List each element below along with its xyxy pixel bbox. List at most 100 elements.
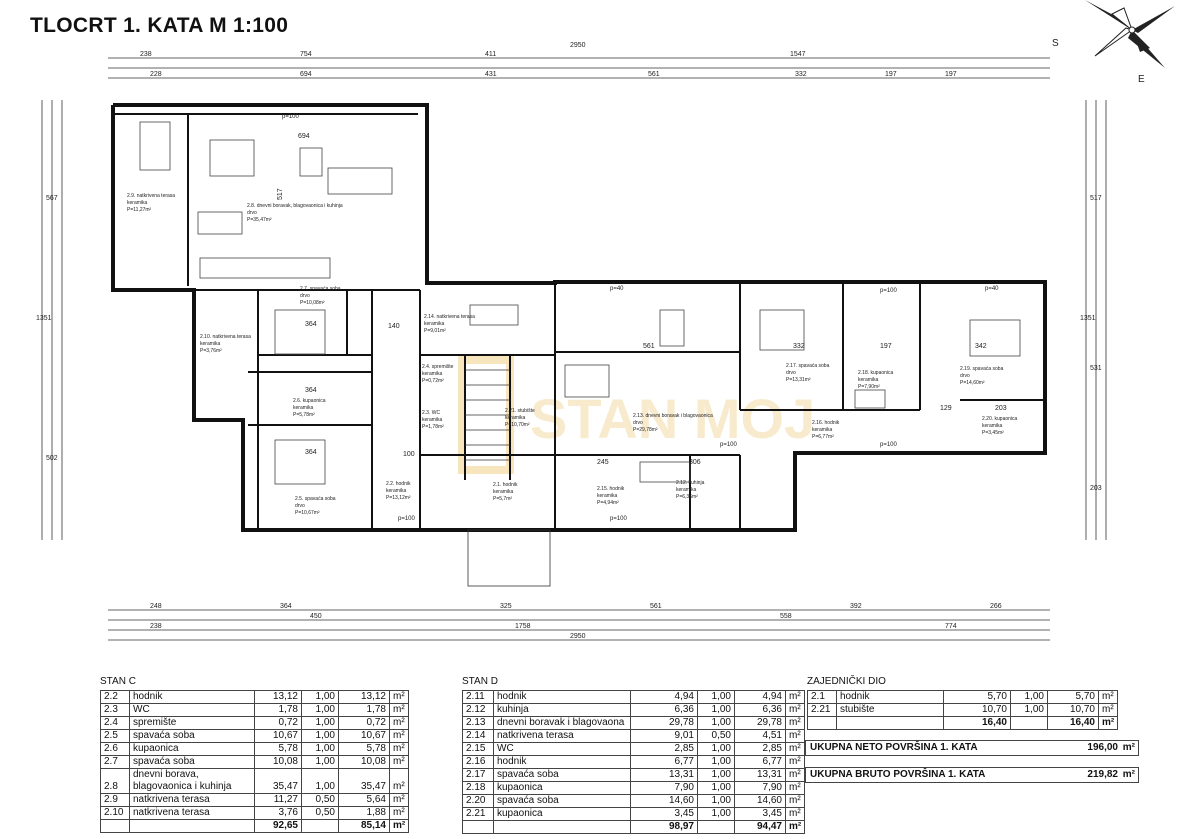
room-floor: keramika — [200, 341, 221, 347]
room-floor: keramika — [293, 405, 314, 411]
cell-coef: 1,00 — [301, 729, 339, 743]
room-floor: keramika — [812, 427, 833, 433]
cell-name: spavaća soba — [493, 768, 631, 782]
room-label: 2.2. hodnik — [386, 481, 411, 487]
cell-unit: m² — [1097, 703, 1119, 717]
dim-text: 203 — [995, 405, 1007, 412]
dim-text: 561 — [650, 603, 662, 610]
door-opening: p=100 — [880, 288, 898, 294]
dim-text: 531 — [1090, 365, 1102, 372]
cell-no: 2.4 — [100, 716, 130, 730]
room-area: P=6,77m² — [812, 434, 834, 440]
cell-area: 5,70 — [943, 690, 1011, 704]
cell-area: 11,27 — [254, 793, 302, 807]
door-opening: p=100 — [720, 442, 738, 448]
room-floor: drvo — [960, 373, 970, 379]
cell-no: 2.14 — [462, 729, 494, 743]
cell-net: 5,70 — [1047, 690, 1099, 704]
cell-no: 2.12 — [462, 703, 494, 717]
cell-name: WC — [129, 703, 255, 717]
cell-coef: 1,00 — [697, 755, 735, 769]
cell-net: 13,31 — [734, 768, 786, 782]
total-unit: m² — [784, 820, 806, 834]
room-label: 2.5. spavaća soba — [295, 496, 336, 502]
total-net: 85,14 — [338, 819, 390, 833]
cell-no: 2.3 — [100, 703, 130, 717]
compass-s-label: S — [1052, 38, 1059, 49]
room-area: P=35,47m² — [247, 217, 272, 223]
dim-text: 1351 — [1080, 315, 1096, 322]
dim-text: 332 — [793, 343, 805, 350]
cell-no: 2.7 — [100, 755, 130, 769]
cell-no: 2.2 — [100, 690, 130, 704]
room-area: P=4,94m² — [597, 500, 619, 506]
zajednicki-label: ZAJEDNIČKI DIO — [807, 676, 886, 687]
cell-coef: 1,00 — [301, 768, 339, 794]
cell-coef: 1,00 — [301, 742, 339, 756]
cell-area: 6,77 — [630, 755, 698, 769]
cell-coef: 1,00 — [697, 781, 735, 795]
cell-name: stubište — [836, 703, 944, 717]
cell-name: hodnik — [493, 690, 631, 704]
cell-area: 6,36 — [630, 703, 698, 717]
door-opening: p=100 — [610, 516, 628, 522]
cell-no: 2.13 — [462, 716, 494, 730]
room-area: P=5,78m² — [293, 412, 315, 418]
cell-unit: m² — [388, 806, 410, 820]
cell-coef: 0,50 — [301, 806, 339, 820]
room-area: P=29,78m² — [633, 427, 658, 433]
cell-net: 2,85 — [734, 742, 786, 756]
room-label: 2.17. spavaća soba — [786, 363, 830, 369]
cell-net: 10,70 — [1047, 703, 1099, 717]
cell-unit: m² — [388, 742, 410, 756]
cell-unit: m² — [1097, 690, 1119, 704]
room-floor: keramika — [422, 371, 443, 377]
total-empty — [493, 820, 631, 834]
room-area: P=10,67m² — [295, 510, 320, 516]
cell-no: 2.1 — [807, 690, 837, 704]
cell-no: 2.10 — [100, 806, 130, 820]
dimensions-sides: 1351 567 502 1351 517 531 203 — [36, 195, 1102, 492]
cell-net: 5,78 — [338, 742, 390, 756]
room-label: 2.15. hodnik — [597, 486, 625, 492]
dim-text: 364 — [305, 321, 317, 328]
room-label: 2.13. dnevni boravak i blagovaonica — [633, 413, 713, 419]
cell-coef: 0,50 — [697, 729, 735, 743]
cell-coef: 1,00 — [697, 716, 735, 730]
room-label: 2.9. natkrivena terasa — [127, 193, 175, 199]
cell-no: 2.20 — [462, 794, 494, 808]
cell-net: 35,47 — [338, 768, 390, 794]
neto-value: 196,00 — [1087, 742, 1118, 753]
cell-name: hodnik — [129, 690, 255, 704]
total-empty — [129, 819, 255, 833]
room-floor: keramika — [127, 200, 148, 206]
cell-name: spavaća soba — [129, 729, 255, 743]
watermark: STAN MOJ — [458, 356, 815, 474]
cell-no: 2.8 — [100, 768, 130, 794]
dim-text: 197 — [880, 343, 892, 350]
room-label: 2.3. WC — [422, 410, 440, 416]
room-floor: drvo — [247, 210, 257, 216]
dim-text: 364 — [305, 387, 317, 394]
total-empty — [462, 820, 494, 834]
total-area: 92,65 — [254, 819, 302, 833]
room-label: 2.16. hodnik — [812, 420, 840, 426]
dim-text: 140 — [388, 323, 400, 330]
exterior-walls — [111, 103, 1047, 532]
cell-name: spavaća soba — [129, 755, 255, 769]
dim-text: 561 — [643, 343, 655, 350]
cell-net: 4,94 — [734, 690, 786, 704]
floor-plan: S E STAN MOJ — [36, 0, 1175, 641]
room-floor: keramika — [424, 321, 445, 327]
cell-no: 2.9 — [100, 793, 130, 807]
dim-text: 325 — [500, 603, 512, 610]
cell-no: 2.6 — [100, 742, 130, 756]
